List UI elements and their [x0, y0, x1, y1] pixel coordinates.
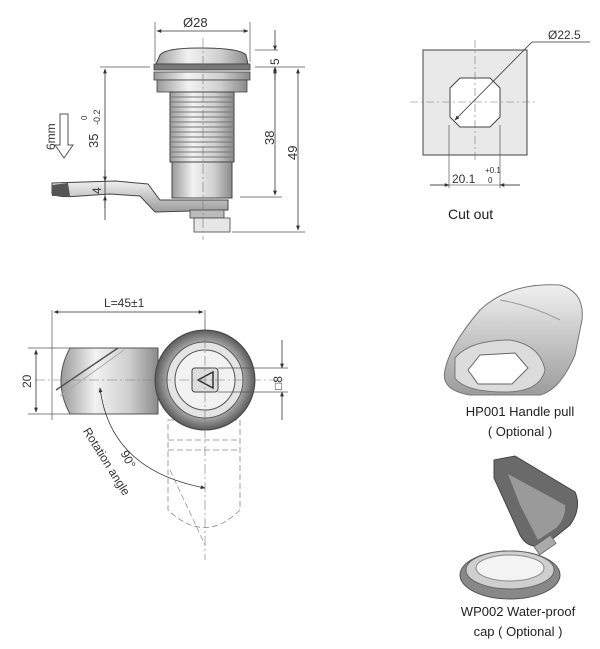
front-cam-thickness-label: 4: [90, 187, 104, 194]
waterproof-cap-image: [459, 455, 579, 600]
waterproof-cap-caption: WP002 Water-proof: [460, 604, 576, 619]
front-cam-tol-lower-label: -0.2: [92, 109, 102, 125]
waterproof-cap-optional-note: cap ( Optional ): [473, 624, 563, 639]
cutout-tol-upper-label: +0.1: [485, 166, 501, 175]
offset-note-label: 6mm: [44, 123, 58, 150]
front-view-lock: [51, 22, 305, 240]
front-flange-height-label: 5: [268, 58, 282, 65]
handle-pull-image: [443, 284, 583, 396]
cutout-tol-lower-label: 0: [488, 176, 493, 185]
cutout-drawing: [410, 40, 590, 188]
cutout-width-label: 20.1: [452, 172, 476, 186]
cutout-caption: Cut out: [448, 206, 494, 222]
square-key-label: □8: [271, 376, 285, 390]
front-total-length-label: 49: [285, 145, 300, 160]
cutout-diameter-label: Ø22.5: [548, 28, 581, 42]
cam-width-label: 20: [20, 374, 34, 388]
front-body-length-label: 38: [262, 130, 277, 145]
front-cam-tol-upper-label: 0: [80, 115, 89, 120]
length-dimension-label: L=45±1: [104, 296, 145, 310]
front-diameter-label: Ø28: [183, 15, 208, 30]
handle-pull-caption: HP001 Handle pull: [465, 404, 575, 419]
top-view-lock: [28, 310, 288, 560]
handle-pull-optional-note: ( Optional ): [487, 424, 553, 439]
front-cam-position-label: 35: [86, 133, 101, 148]
